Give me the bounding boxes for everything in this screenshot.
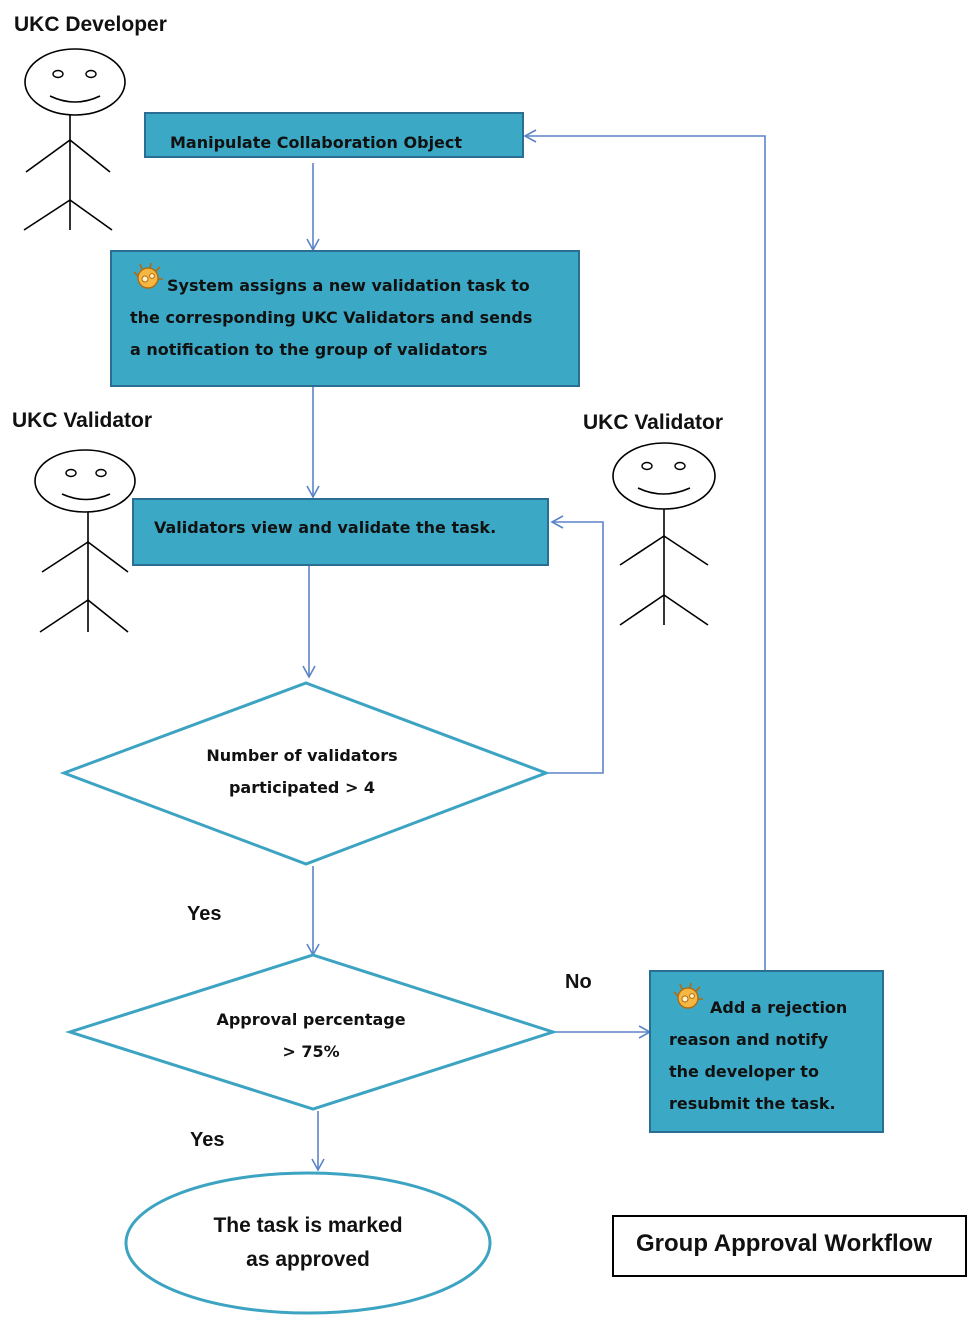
actor-validator-right-label: UKC Validator [583,411,723,434]
edge-label-no: No [565,971,592,993]
process-assign-line-1: System assigns a new validation task to [167,276,530,295]
process-reject-line-4: resubmit the task. [669,1094,836,1113]
process-manipulate-text: Manipulate Collaboration Object [170,133,462,152]
decision-participants-line-1: Number of validators [206,746,397,765]
actor-validator-right: UKC Validator [583,411,723,626]
flow-reject-to-manipulate [523,129,766,970]
process-assign: System assigns a new validation task to … [110,250,580,387]
process-reject-line-3: the developer to [669,1062,819,1081]
decision-approval-line-1: Approval percentage [216,1010,405,1029]
legend-title-box: Group Approval Workflow [612,1215,967,1277]
actor-validator-left-label: UKC Validator [12,409,152,432]
process-reject: Add a rejection reason and notify the de… [649,970,884,1133]
process-manipulate: Manipulate Collaboration Object [144,112,524,158]
developer-stick-figure-icon [23,48,126,231]
actor-developer-label: UKC Developer [14,13,167,36]
validator-left-stick-figure-icon [34,449,136,633]
end-state-line-2: as approved [246,1248,370,1271]
decision-participants-line-2: participated > 4 [229,778,375,797]
end-state-line-1: The task is marked [213,1214,402,1237]
edge-label-yes-1: Yes [187,903,221,925]
validator-right-stick-figure-icon [612,442,716,626]
flow-participants-loop-back [546,515,604,774]
process-assign-line-3: a notification to the group of validator… [130,340,488,359]
actor-validator-left: UKC Validator [12,409,152,633]
actor-developer: UKC Developer [14,13,167,231]
process-reject-line-2: reason and notify [669,1030,829,1049]
connectors [302,129,766,1172]
process-validate-text: Validators view and validate the task. [154,518,496,537]
end-state: The task is marked as approved [124,1171,492,1315]
decision-approval-line-2: > 75% [282,1042,339,1061]
decision-participants: Number of validators participated > 4 [59,681,551,866]
decision-approval: Approval percentage > 75% [65,953,558,1111]
process-assign-line-2: the corresponding UKC Validators and sen… [130,308,532,327]
process-validate: Validators view and validate the task. [132,498,549,566]
legend-title: Group Approval Workflow [636,1230,932,1257]
process-reject-line-1: Add a rejection [710,998,847,1017]
edge-label-yes-2: Yes [190,1129,224,1151]
